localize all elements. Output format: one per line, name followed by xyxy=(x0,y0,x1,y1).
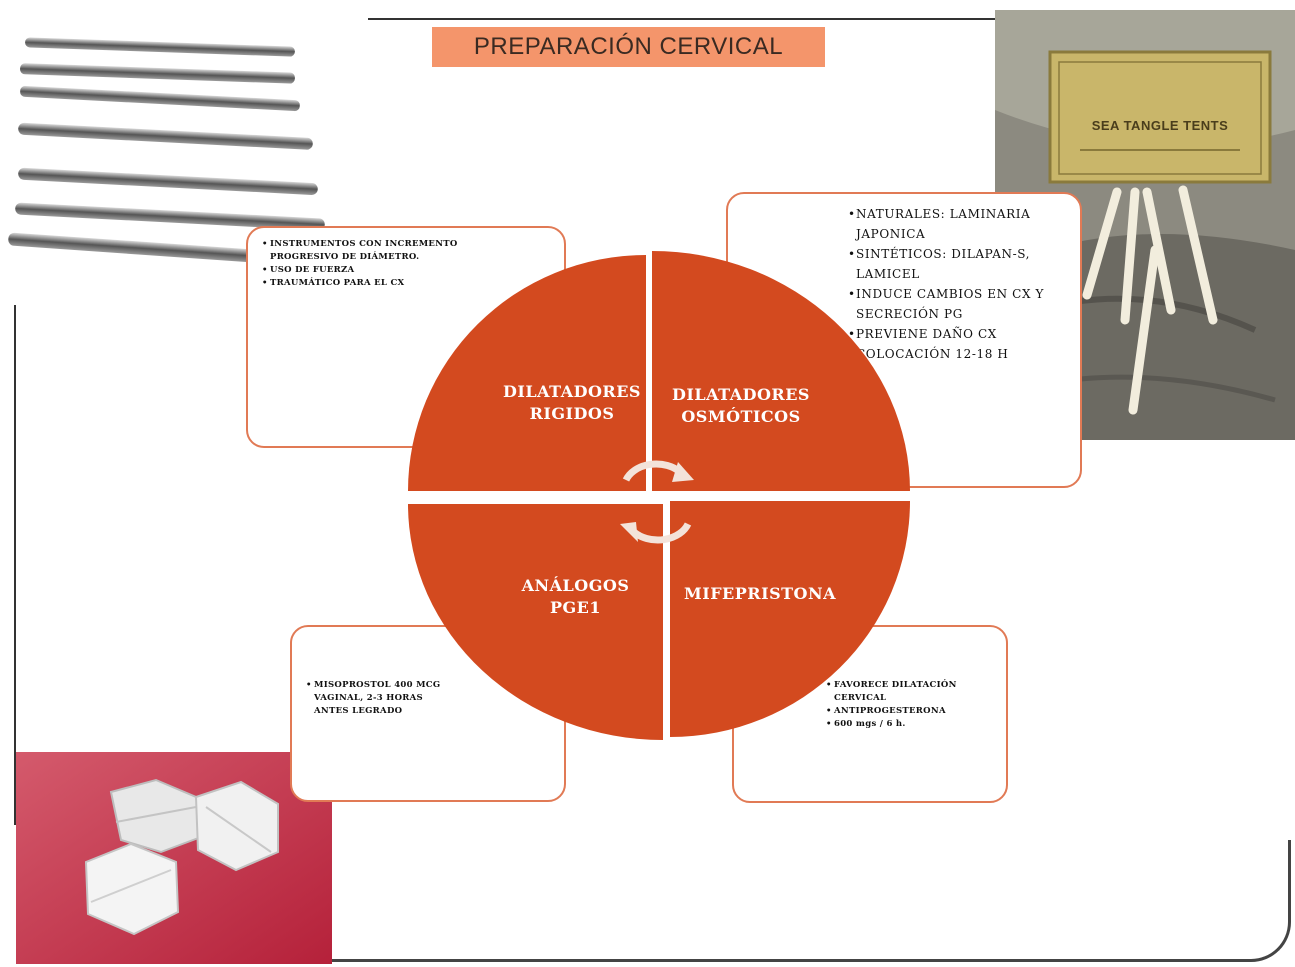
top-rule xyxy=(368,18,998,20)
list-item: COLOCACIÓN 12-18 H xyxy=(848,344,1066,364)
quadrant-label: ANÁLOGOS PGE1 xyxy=(521,576,630,617)
frame-corner xyxy=(16,840,1291,962)
list-item: SINTÉTICOS: DILAPAN-S, LAMICEL xyxy=(848,244,1066,284)
quadrant-label: DILATADORES RIGIDOS xyxy=(503,382,641,423)
list-item: PREVIENE DAÑO CX xyxy=(848,324,1066,344)
slide-title: PREPARACIÓN CERVICAL xyxy=(432,27,825,67)
list-item: NATURALES: LAMINARIA JAPONICA xyxy=(848,204,1066,244)
quadrant-label: DILATADORES OSMÓTICOS xyxy=(672,385,810,426)
list-item: MISOPROSTOL 400 MCG VAGINAL, 2-3 HORAS A… xyxy=(306,679,454,718)
list-item: 600 mgs / 6 h. xyxy=(826,718,996,731)
pills-image xyxy=(16,752,332,964)
list-item: ANTIPROGESTERONA xyxy=(826,705,996,718)
tents-box-label: SEA TANGLE TENTS xyxy=(1091,118,1229,133)
metal-dilators-image xyxy=(0,30,330,290)
cycle-arrows-icon xyxy=(612,452,702,556)
list-item: USO DE FUERZA xyxy=(262,264,550,277)
left-rule xyxy=(14,305,16,825)
list-item: INSTRUMENTOS CON INCREMENTO PROGRESIVO D… xyxy=(262,238,500,264)
list-item: FAVORECE DILATACIÓN CERVICAL xyxy=(826,679,996,705)
list-item: TRAUMÁTICO PARA EL CX xyxy=(262,277,550,290)
list-item: INDUCE CAMBIOS EN CX Y SECRECIÓN PG xyxy=(848,284,1066,324)
quadrant-label: MIFEPRISTONA xyxy=(684,584,836,603)
